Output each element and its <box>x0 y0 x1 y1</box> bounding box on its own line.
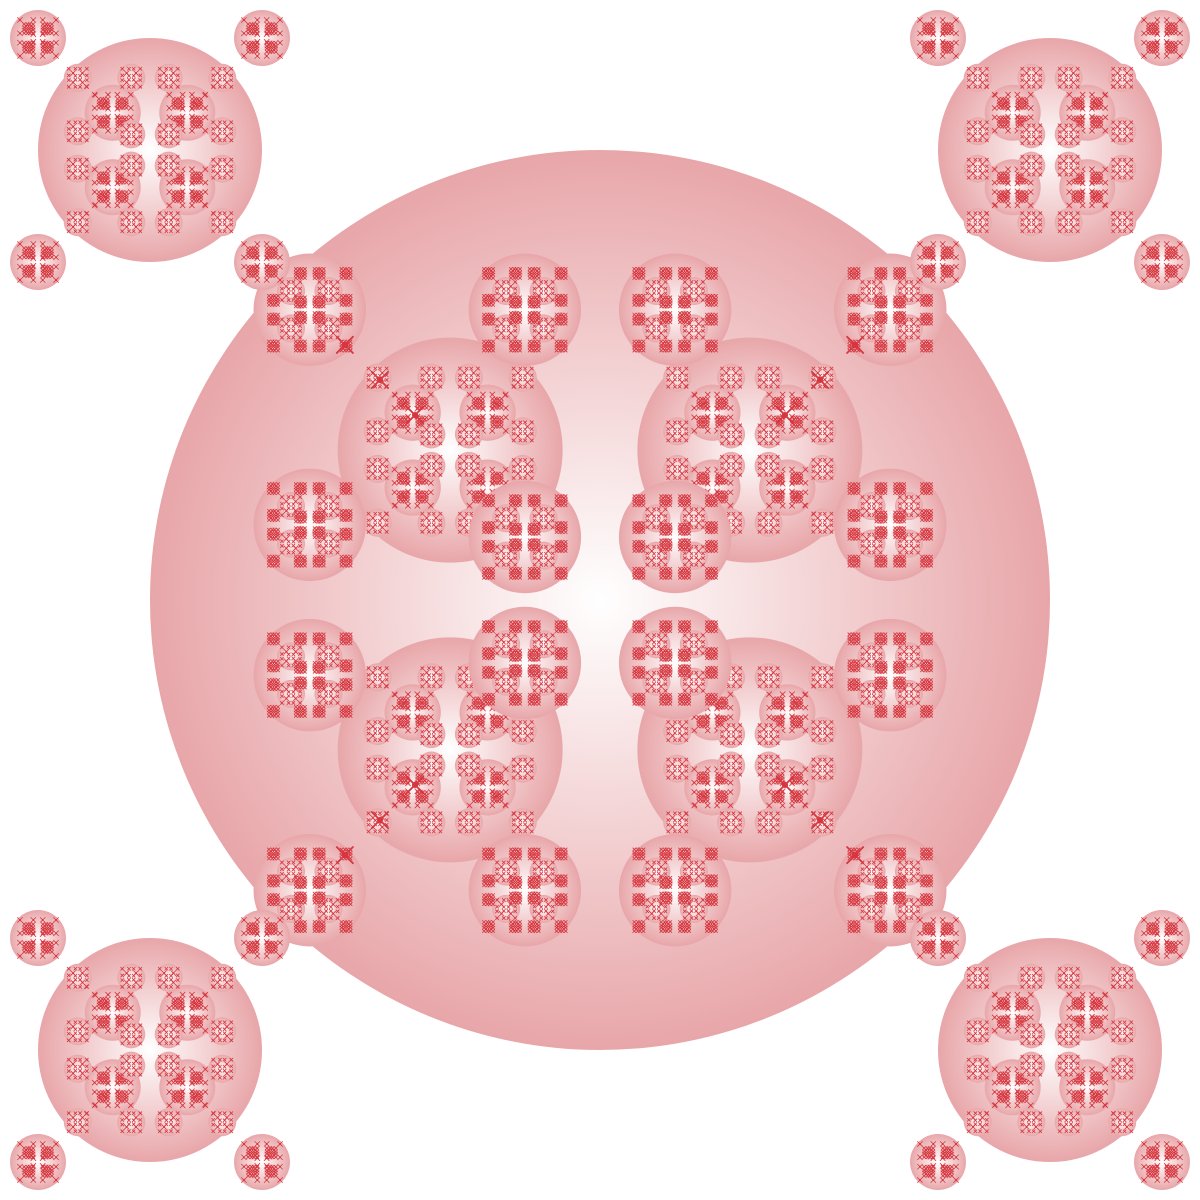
fractal-root <box>10 10 1190 1190</box>
